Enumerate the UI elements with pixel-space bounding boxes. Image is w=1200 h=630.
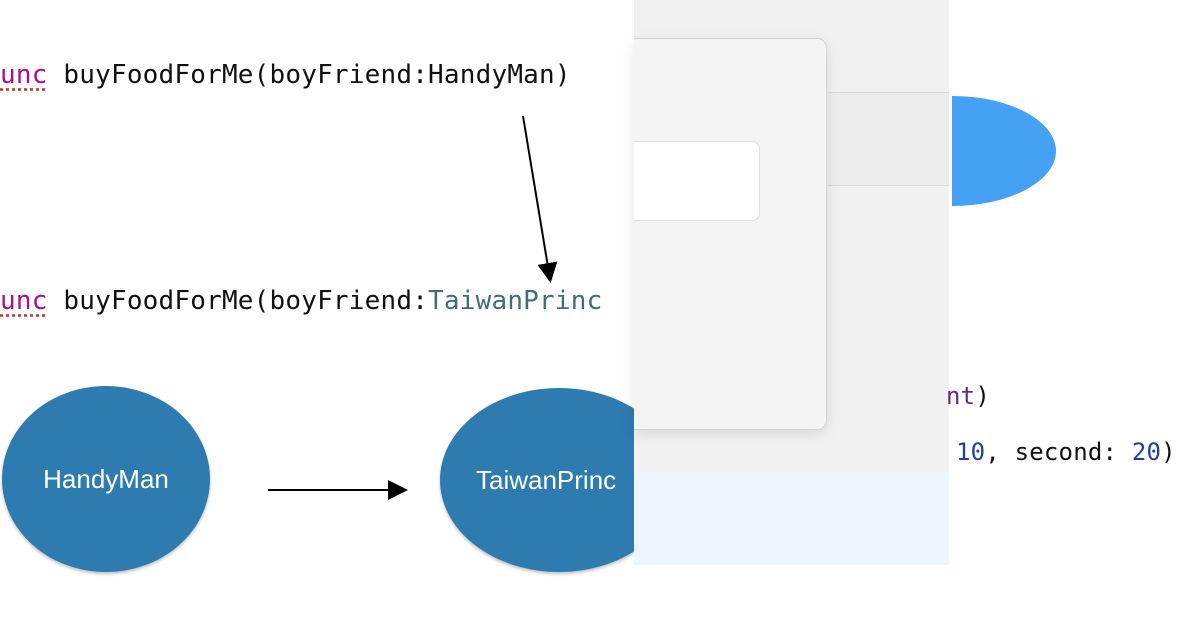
signature-text: buyFoodForMe(boyFriend: xyxy=(47,60,429,90)
func-keyword: unc xyxy=(0,286,48,316)
blue-oval-shape xyxy=(952,96,1056,206)
param-type: TaiwanPrinc xyxy=(428,286,603,316)
highlight-strip xyxy=(634,472,949,565)
second-value: 20 xyxy=(1131,438,1162,466)
right-code-line-2: 10, second: 20) xyxy=(956,438,1176,466)
code-line-2: unc buyFoodForMe(boyFriend:TaiwanPrinc xyxy=(0,286,602,316)
func-keyword: unc xyxy=(0,60,48,90)
param-type: HandyMan xyxy=(428,60,555,90)
close-paren: ) xyxy=(554,60,571,90)
node-label: HandyMan xyxy=(43,463,169,494)
label-second: , second: xyxy=(985,438,1132,466)
signature-text: buyFoodForMe(boyFriend: xyxy=(47,286,429,316)
close-paren: ) xyxy=(1161,438,1176,466)
dialog-card xyxy=(634,38,827,430)
close-paren: ) xyxy=(975,382,990,410)
first-value: 10 xyxy=(956,438,986,466)
panel-stripe xyxy=(828,92,949,186)
replace-type-arrow xyxy=(522,115,558,283)
code-line-1: unc buyFoodForMe(boyFriend:HandyMan) xyxy=(0,60,571,90)
card-input-slot xyxy=(634,141,760,221)
truncated-fragment: nt xyxy=(946,382,976,410)
handyman-node: HandyMan xyxy=(2,386,210,572)
node-label: TaiwanPrinc xyxy=(476,464,617,495)
right-code-line-1: nt) xyxy=(946,382,990,410)
